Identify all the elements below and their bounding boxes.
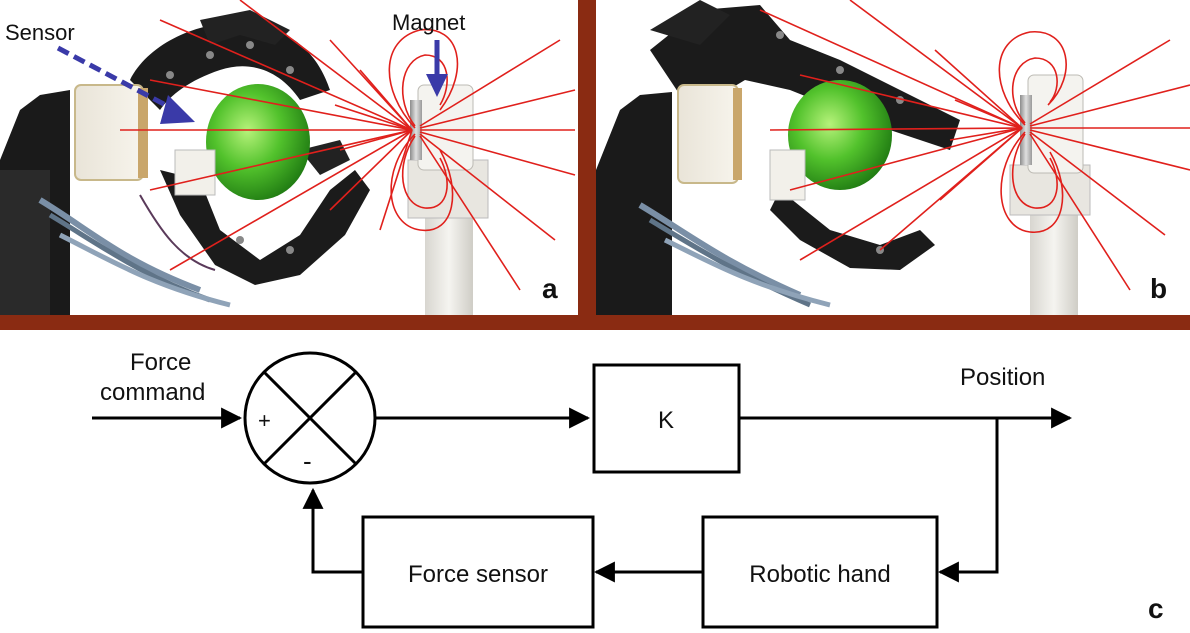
sensor-pad [138, 88, 148, 178]
sensor-to-junction-arrow [302, 487, 363, 574]
plus-sign: + [258, 408, 271, 433]
field-lines [759, 0, 1190, 291]
robot-forearm [0, 170, 50, 315]
sensor-pad [733, 88, 742, 180]
photo-frame [0, 0, 1190, 330]
wire [139, 194, 216, 271]
cable [58, 232, 231, 308]
feedback-to-plant-arrow [937, 418, 999, 583]
robot-finger [650, 0, 730, 45]
bracket [174, 149, 216, 196]
magnet [1020, 95, 1032, 165]
sensor-cube [74, 84, 144, 181]
block-diagram: Force command + - K Position Robotic han… [92, 349, 1164, 629]
joint [246, 41, 254, 49]
robot-fingers-top [130, 22, 330, 111]
joint [206, 51, 214, 59]
bracket [769, 149, 806, 201]
input-label-line2: command [100, 379, 205, 406]
frame-divider [578, 0, 596, 330]
panel-b-letter: b [1150, 273, 1167, 304]
robot-finger [300, 140, 350, 175]
joint [286, 246, 294, 254]
summing-cross-line [262, 370, 358, 466]
cable [663, 237, 831, 308]
robot-fingers-bottom [770, 190, 935, 270]
minus-sign: - [303, 446, 312, 476]
plant-block [701, 515, 939, 629]
photo-panel-a: Sensor Magnet a [0, 0, 578, 315]
input-label-line1: Force [130, 349, 191, 376]
magnet-label: Magnet [392, 10, 465, 35]
cable [38, 197, 202, 293]
cable [638, 202, 802, 298]
plant-block-label: Robotic hand [749, 561, 890, 588]
magnet [410, 100, 422, 160]
joint [836, 66, 844, 74]
joint [236, 236, 244, 244]
sensor-arrow-shaft [56, 45, 177, 113]
green-ball [788, 80, 892, 190]
panel-a-letter: a [542, 273, 558, 304]
robot-finger [200, 10, 290, 45]
sensor-label: Sensor [5, 20, 75, 45]
robot-body [596, 92, 672, 315]
sensor-block-label: Force sensor [408, 561, 548, 588]
robot-fingers-bottom [160, 170, 370, 285]
gain-block [592, 363, 741, 474]
output-label: Position [960, 364, 1045, 391]
sensor-cube [677, 84, 739, 184]
joint [286, 66, 294, 74]
sensor-arrow-head [160, 95, 195, 124]
field-lines [120, 0, 576, 291]
gain-block-label: K [658, 407, 674, 434]
magnet-arrow-head [426, 74, 448, 97]
joint [166, 71, 174, 79]
panel-c-letter: c [1148, 593, 1164, 624]
joint [776, 31, 784, 39]
sensor-block [361, 515, 595, 629]
photo-panel-b: b [596, 0, 1190, 315]
